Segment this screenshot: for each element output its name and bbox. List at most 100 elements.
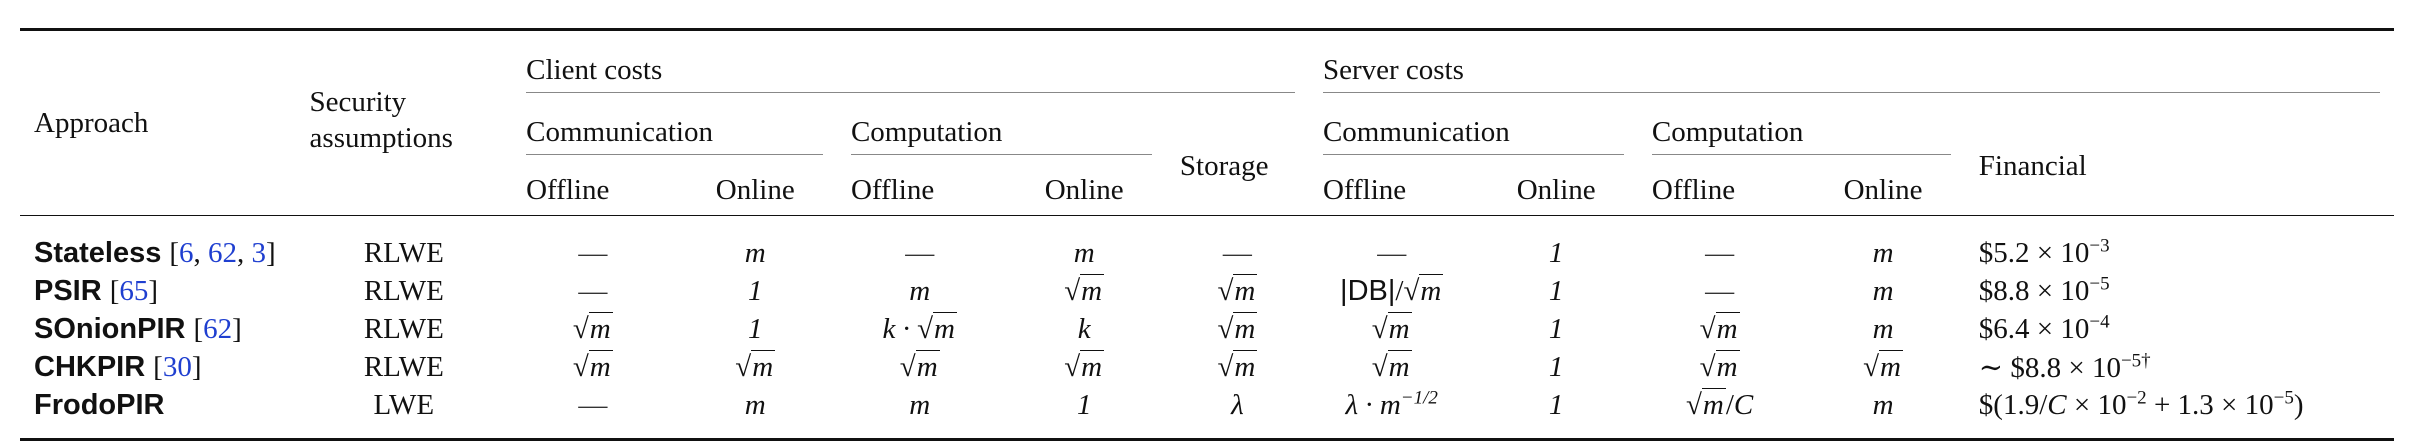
cell-client-comm-on: 1 — [747, 312, 763, 345]
cell-server-comm-off: √m — [1371, 311, 1412, 345]
table-body: Stateless[6, 62, 3] RLWE — m — m — — 1 — m $5.2 × 1… — [20, 215, 2394, 440]
header-client-costs: Client costs — [512, 29, 1309, 93]
cell-client-comp-off: m — [909, 388, 931, 421]
cell-client-comp-off: m — [909, 274, 931, 307]
row-approach: PSIR[65] — [20, 272, 296, 310]
cell-server-comm-on: 1 — [1548, 236, 1564, 269]
cell-client-comm-on: m — [744, 388, 766, 421]
cell-financial: $8.8 × 10−5 — [1978, 272, 2110, 307]
cell-client-comp-on: 1 — [1076, 388, 1092, 421]
header-server-financial: Financial — [1978, 149, 2087, 182]
header-security-line2: assumptions — [309, 122, 453, 154]
cell-server-comm-on: 1 — [1548, 388, 1564, 421]
table-row: SOnionPIR[62] RLWE √m 1 k · √m k √m √m 1 √m m $6.4 … — [20, 310, 2394, 348]
cell-storage: λ — [1231, 388, 1244, 421]
cell-server-comm-on: 1 — [1548, 350, 1564, 383]
table-row: FrodoPIR LWE — m m 1 λ λ · m−1/2 1 √m/C m $(1.9/C ×… — [20, 386, 2394, 440]
cell-client-comm-on: m — [744, 236, 766, 269]
header-client-storage: Storage — [1179, 149, 1269, 182]
cell-client-comm-on: √m — [735, 349, 776, 383]
cell-server-comp-off: √m/C — [1685, 387, 1754, 421]
cell-server-comm-off: λ · m−1/2 — [1345, 386, 1438, 421]
cell-client-comp-on: k — [1077, 312, 1091, 345]
cell-client-comp-on: m — [1073, 236, 1095, 269]
approach-name: Stateless — [34, 236, 162, 269]
row-approach: SOnionPIR[62] — [20, 310, 296, 348]
row-approach: CHKPIR[30] — [20, 348, 296, 386]
cell-server-comp-on: m — [1872, 312, 1894, 345]
header-client-comp-offline: Offline — [850, 174, 935, 206]
cell-storage: √m — [1217, 311, 1258, 345]
cell-client-comm-off: √m — [572, 311, 613, 345]
cell-server-comp-on: m — [1872, 274, 1894, 307]
approach-name: FrodoPIR — [34, 388, 165, 421]
citation-link[interactable]: [65] — [109, 274, 159, 307]
table-row: PSIR[65] RLWE — 1 m √m √m |DB|/√m 1 — m $8.8 × 10−5 — [20, 272, 2394, 310]
header-client-comm-online: Online — [715, 174, 795, 206]
header-row-groups: Approach Security assumptions Client cos… — [20, 29, 2394, 154]
header-server-communication: Communication — [1308, 93, 1638, 155]
cell-server-comm-off: |DB|/√m — [1340, 273, 1444, 307]
cell-server-comp-off: √m — [1699, 349, 1740, 383]
cell-financial: ∼ $8.8 × 10−5† — [1978, 349, 2151, 384]
cell-storage: √m — [1217, 273, 1258, 307]
cell-server-comm-off: — — [1377, 236, 1407, 269]
cell-client-comm-off: — — [578, 236, 608, 269]
header-security: Security assumptions — [296, 30, 513, 216]
header-server-comp-offline: Offline — [1651, 174, 1736, 206]
row-security-assumption: RLWE — [363, 236, 444, 269]
cell-client-comm-off: √m — [572, 349, 613, 383]
header-server-computation: Computation — [1637, 93, 1965, 155]
header-client-computation: Computation — [836, 93, 1166, 155]
row-approach: Stateless[6, 62, 3] — [20, 216, 296, 273]
approach-name: CHKPIR — [34, 350, 146, 383]
cell-financial: $5.2 × 10−3 — [1978, 234, 2110, 269]
cell-financial: $(1.9/C × 10−2 + 1.3 × 10−5) — [1978, 386, 2304, 421]
approach-name: PSIR — [34, 274, 102, 307]
header-server-costs: Server costs — [1308, 29, 2394, 93]
cell-storage: — — [1222, 236, 1252, 269]
header-client-comp-online: Online — [1044, 174, 1124, 206]
cell-client-comp-off: — — [905, 236, 935, 269]
approach-name: SOnionPIR — [34, 312, 186, 345]
cell-server-comp-off: — — [1705, 236, 1735, 269]
row-security-assumption: LWE — [373, 388, 435, 421]
cell-client-comp-off: k · √m — [882, 311, 957, 345]
header-server-comp-online: Online — [1843, 174, 1923, 206]
citation-link[interactable]: [30] — [153, 350, 202, 383]
header-server-comm-online: Online — [1516, 174, 1596, 206]
cell-client-comm-on: 1 — [747, 274, 763, 307]
cell-server-comp-on: m — [1872, 388, 1894, 421]
row-security-assumption: RLWE — [363, 350, 444, 383]
cell-server-comm-on: 1 — [1548, 274, 1564, 307]
cell-server-comp-on: √m — [1863, 349, 1903, 383]
cell-server-comp-off: — — [1705, 274, 1735, 307]
cell-server-comp-off: √m — [1699, 311, 1740, 345]
cell-client-comm-off: — — [578, 274, 608, 307]
cell-client-comm-off: — — [578, 388, 608, 421]
cell-client-comp-on: √m — [1064, 273, 1105, 307]
header-client-communication: Communication — [512, 93, 837, 155]
cell-client-comp-on: √m — [1064, 349, 1105, 383]
citation-link[interactable]: [6, 62, 3] — [169, 236, 276, 269]
header-approach: Approach — [34, 106, 149, 139]
pir-comparison-table: Approach Security assumptions Client cos… — [20, 28, 2394, 441]
citation-link[interactable]: [62] — [193, 312, 242, 345]
header-client-comm-offline: Offline — [526, 174, 610, 206]
cell-server-comm-off: √m — [1371, 349, 1412, 383]
table-row: Stateless[6, 62, 3] RLWE — m — m — — 1 — m $5.2 × 1… — [20, 216, 2394, 273]
table-row: CHKPIR[30] RLWE √m √m √m √m √m √m 1 √m √m ∼ $8.8 × … — [20, 348, 2394, 386]
cell-financial: $6.4 × 10−4 — [1978, 310, 2110, 345]
cell-server-comp-on: m — [1872, 236, 1894, 269]
header-row-subgroups: Communication Computation Storage Commun… — [20, 93, 2394, 182]
row-security-assumption: RLWE — [363, 274, 444, 307]
header-security-line1: Security — [309, 86, 407, 118]
comparison-table-container: Approach Security assumptions Client cos… — [20, 28, 2394, 441]
header-server-comm-offline: Offline — [1322, 174, 1407, 206]
cell-client-comp-off: √m — [899, 349, 940, 383]
row-security-assumption: RLWE — [363, 312, 444, 345]
cell-storage: √m — [1217, 349, 1258, 383]
row-approach: FrodoPIR — [20, 386, 296, 440]
header-row-phases: Offline Online Offline Online Offline On… — [20, 155, 2394, 216]
cell-server-comm-on: 1 — [1548, 312, 1564, 345]
